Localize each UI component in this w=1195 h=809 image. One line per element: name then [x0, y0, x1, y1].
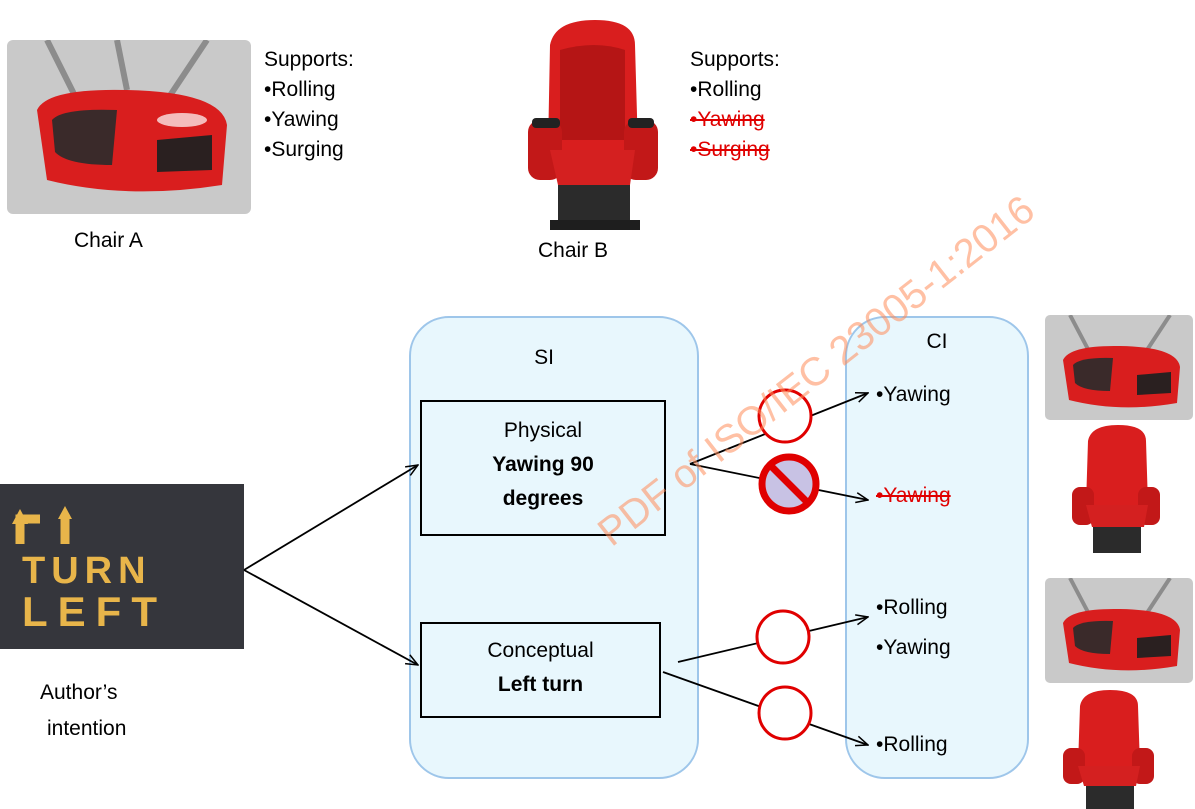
author-to-conceptual-arrow — [243, 569, 418, 665]
chair-b-supports-label: Supports: — [690, 48, 780, 71]
chair-a-support-yawing: •Yawing — [264, 108, 339, 131]
chair-a-thumbnail-1 — [1045, 315, 1193, 420]
chair-a-image — [7, 40, 251, 214]
si-title: SI — [534, 346, 554, 369]
chair-a-thumbnail-2 — [1045, 578, 1193, 683]
ci-row-yawing-unsupported: •Yawing — [876, 484, 951, 507]
physical-value-line1: Yawing 90 — [492, 453, 594, 476]
ok-circle-yawing — [757, 388, 813, 444]
chair-b-thumbnail-1 — [1068, 425, 1163, 555]
chair-b-support-surging-struck: •Surging — [690, 138, 770, 161]
chair-b-image — [520, 20, 660, 232]
ci-row-rolling-a: •Rolling — [876, 596, 948, 619]
ci-row-yawing-a: •Yawing — [876, 636, 951, 659]
chair-b-caption: Chair B — [538, 239, 609, 262]
conceptual-label: Conceptual — [487, 639, 594, 662]
sign-text-left: LEFT — [22, 588, 167, 635]
prohibited-icon — [758, 453, 820, 515]
ci-title: CI — [926, 330, 948, 353]
conceptual-value: Left turn — [497, 673, 584, 696]
author-label-line2: intention — [47, 717, 127, 740]
chair-a-support-rolling: •Rolling — [264, 78, 336, 101]
ok-circle-rolling-yawing — [755, 609, 811, 665]
chair-b-thumbnail-2 — [1058, 690, 1158, 809]
chair-a-support-surging: •Surging — [264, 138, 344, 161]
ok-circle-rolling — [757, 685, 813, 741]
chair-b-support-yawing-struck: •Yawing — [690, 108, 765, 131]
conceptual-box: Conceptual Left turn — [420, 622, 661, 718]
chair-a-caption: Chair A — [74, 229, 143, 252]
chair-b-support-rolling: •Rolling — [690, 78, 762, 101]
turn-left-road-image — [0, 484, 244, 649]
sign-text-turn: TURN — [22, 550, 152, 592]
ci-row-rolling-b: •Rolling — [876, 733, 948, 756]
chair-b-supports-list: •Rolling •Yawing •Surging — [690, 75, 770, 165]
author-to-physical-arrow — [243, 465, 418, 571]
ci-row-yawing-supported: •Yawing — [876, 383, 951, 406]
chair-a-supports-label: Supports: — [264, 48, 354, 71]
author-label-line1: Author’s — [40, 681, 118, 704]
physical-value-line2: degrees — [502, 487, 584, 510]
chair-a-supports-list: •Rolling •Yawing •Surging — [264, 75, 344, 165]
physical-box: Physical Yawing 90 degrees — [420, 400, 666, 536]
physical-label: Physical — [503, 419, 583, 442]
ci-panel — [845, 316, 1029, 779]
